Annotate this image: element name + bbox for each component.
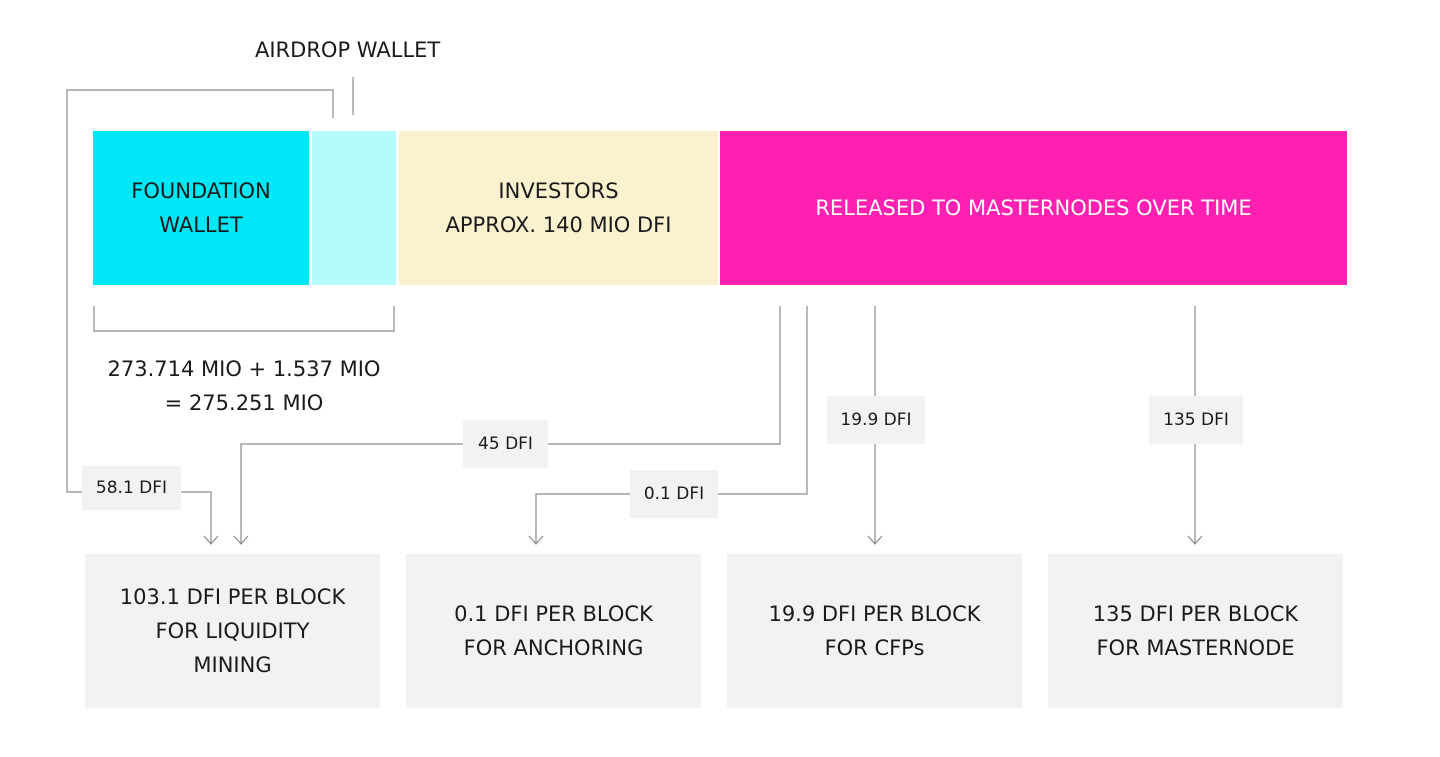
box-cfps-label: 19.9 DFI PER BLOCK FOR CFPs (768, 602, 981, 660)
wire-58-to-liquidity (181, 491, 212, 544)
wire-01-to-anchoring (535, 493, 630, 544)
segment-masternodes: RELEASED TO MASTERNODES OVER TIME (720, 131, 1347, 285)
segment-foundation-wallet: FOUNDATION WALLET (93, 131, 309, 285)
box-liquidity-mining: 103.1 DFI PER BLOCK FOR LIQUIDITY MINING (85, 554, 380, 708)
segment-foundation-label: FOUNDATION WALLET (131, 179, 271, 237)
arrowhead-199 (867, 535, 883, 545)
box-cfps: 19.9 DFI PER BLOCK FOR CFPs (727, 554, 1022, 708)
box-anchoring: 0.1 DFI PER BLOCK FOR ANCHORING (406, 554, 701, 708)
wire-01-from-masternodes (718, 306, 808, 495)
sum-bracket (93, 306, 395, 332)
box-masternode: 135 DFI PER BLOCK FOR MASTERNODE (1048, 554, 1343, 708)
wire-45-to-liquidity (240, 443, 463, 544)
arrowhead-135 (1187, 535, 1203, 545)
sum-label: 273.714 MIO + 1.537 MIO = 275.251 MIO (107, 357, 381, 415)
arrowhead-58 (203, 535, 219, 545)
arrowhead-01 (528, 535, 544, 545)
foundation-wire (66, 89, 334, 493)
tag-0-1-dfi: 0.1 DFI (630, 470, 718, 518)
tag-45-dfi: 45 DFI (463, 420, 548, 468)
airdrop-wallet-label: AIRDROP WALLET (255, 38, 441, 62)
box-masternode-label: 135 DFI PER BLOCK FOR MASTERNODE (1092, 602, 1299, 660)
tag-135-dfi: 135 DFI (1149, 396, 1243, 444)
tag-19-9-dfi: 19.9 DFI (827, 396, 925, 444)
segment-masternodes-label: RELEASED TO MASTERNODES OVER TIME (815, 196, 1252, 220)
wire-45-from-masternodes (548, 306, 781, 445)
tag-58-1-dfi: 58.1 DFI (82, 466, 181, 510)
segment-investors: INVESTORS APPROX. 140 MIO DFI (399, 131, 718, 285)
segment-airdrop-wallet (312, 131, 396, 285)
arrowhead-45 (233, 535, 249, 545)
box-liquidity-label: 103.1 DFI PER BLOCK FOR LIQUIDITY MINING (119, 585, 346, 677)
segment-investors-label: INVESTORS APPROX. 140 MIO DFI (445, 179, 672, 237)
box-anchoring-label: 0.1 DFI PER BLOCK FOR ANCHORING (454, 602, 653, 660)
